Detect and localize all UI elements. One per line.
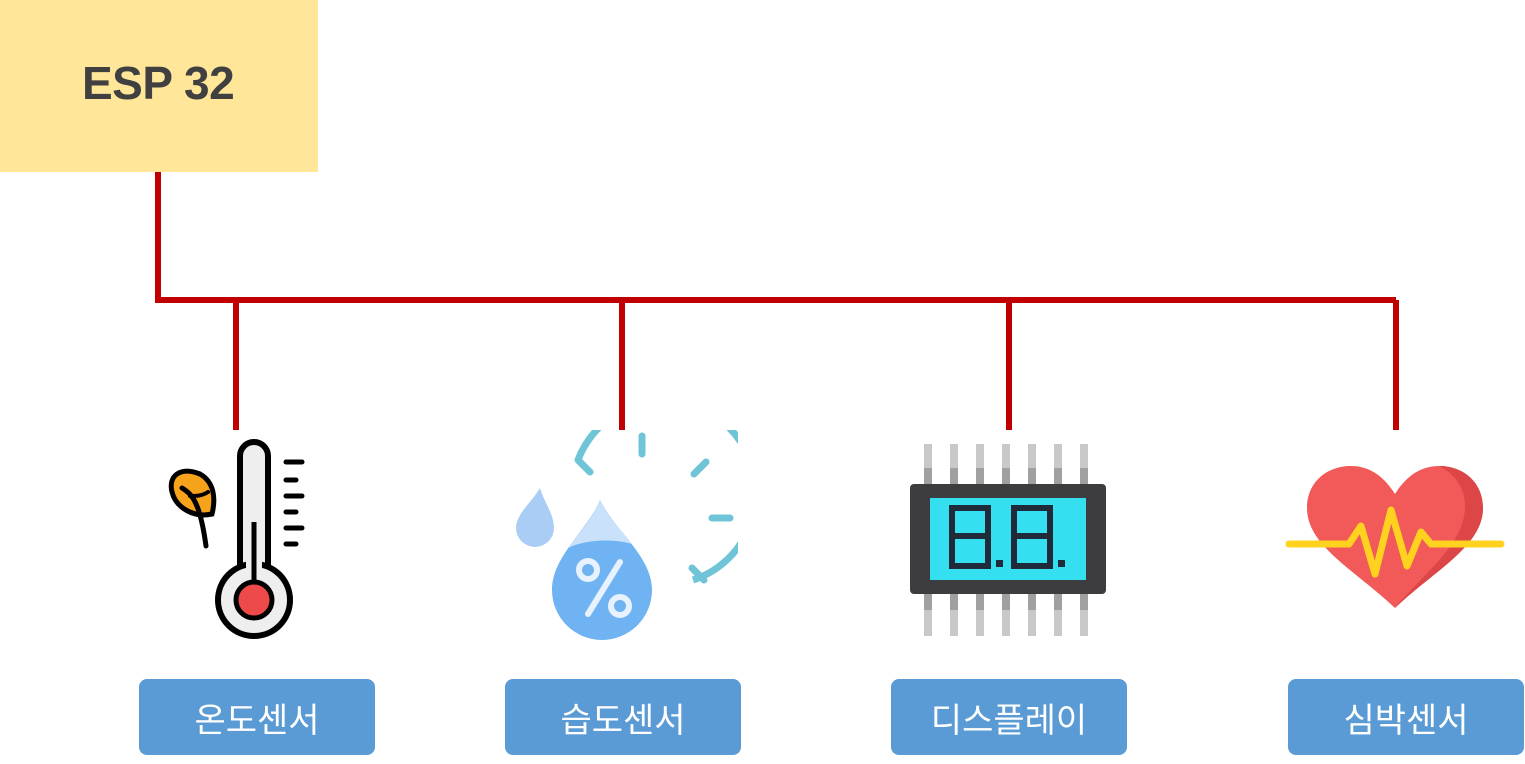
esp32-controller-box: ESP 32 xyxy=(0,0,318,172)
heart-rate-icon xyxy=(1285,466,1505,608)
humidity-gauge-icon xyxy=(516,430,738,640)
label-heart-rate-sensor: 심박센서 xyxy=(1288,679,1524,755)
thermometer-icon xyxy=(168,439,305,639)
label-display: 디스플레이 xyxy=(891,679,1127,755)
esp32-label: ESP 32 xyxy=(82,57,235,109)
trunk-wire xyxy=(155,172,1396,303)
label-humidity-sensor: 습도센서 xyxy=(505,679,741,755)
label-temperature-sensor: 온도센서 xyxy=(139,679,375,755)
seven-segment-display-icon xyxy=(910,444,1106,636)
